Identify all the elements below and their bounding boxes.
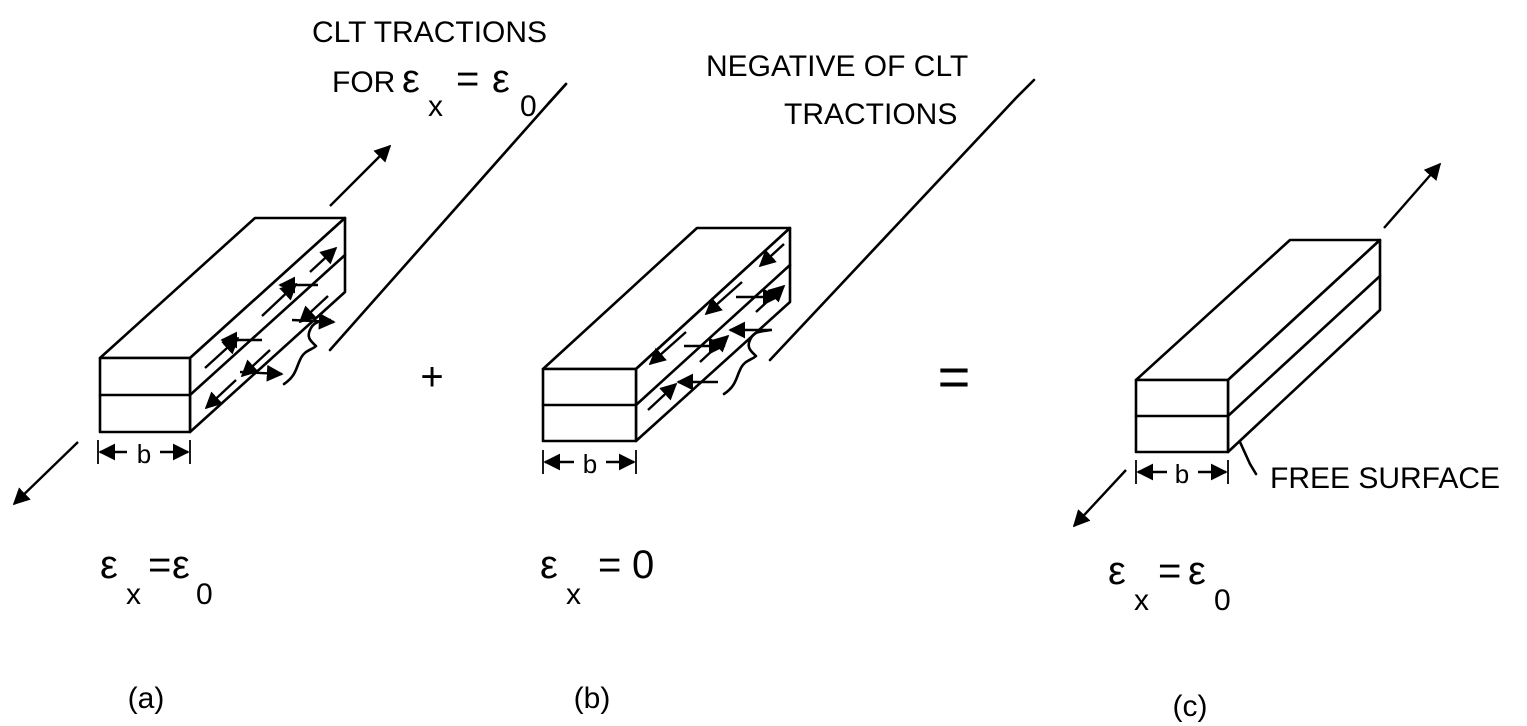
svg-text:ε: ε xyxy=(1188,549,1206,593)
leader-line-a xyxy=(328,82,568,352)
svg-text:ε: ε xyxy=(492,57,510,101)
plus-sign: + xyxy=(420,355,443,399)
equals-sign: = xyxy=(938,345,971,408)
brace-a xyxy=(282,318,332,386)
svg-text:TRACTIONS: TRACTIONS xyxy=(784,98,957,131)
width-label-b: b xyxy=(583,449,597,479)
svg-text:ε: ε xyxy=(100,543,118,587)
svg-text:x: x xyxy=(126,578,141,611)
svg-text:ε: ε xyxy=(172,543,190,587)
caption-c: (c) xyxy=(1173,690,1208,723)
svg-text:ε: ε xyxy=(402,57,420,101)
ply-interface-side-c xyxy=(1226,274,1382,418)
leader-tick-a xyxy=(546,82,568,106)
laminate-block-a xyxy=(98,216,347,434)
panel-a: b ε x = ε 0 (a) xyxy=(12,82,568,715)
laminate-block-c xyxy=(1134,238,1382,454)
svg-text:=: = xyxy=(598,543,621,587)
width-label-a: b xyxy=(137,439,151,469)
clt-tractions-label: CLT TRACTIONS FOR ε x = ε 0 xyxy=(312,16,547,123)
svg-text:0: 0 xyxy=(632,543,654,587)
svg-text:ε: ε xyxy=(540,543,558,587)
traction-arrows-b xyxy=(647,243,786,411)
width-dimension-c: b xyxy=(1135,459,1229,489)
width-dimension-a: b xyxy=(97,439,191,469)
svg-text:x: x xyxy=(566,578,581,611)
load-arrow-bottom-a xyxy=(12,441,79,506)
panel-c: b FREE SURFACE ε x = ε 0 (c) xyxy=(1072,162,1500,723)
caption-a: (a) xyxy=(128,682,165,715)
leader-line-b xyxy=(768,78,1036,362)
svg-text:x: x xyxy=(428,90,443,123)
panel-b: b ε x = 0 (b) xyxy=(540,78,1036,715)
free-surface-leader xyxy=(1238,440,1258,476)
svg-text:0: 0 xyxy=(196,578,213,611)
load-arrow-bottom-c xyxy=(1072,469,1127,528)
svg-text:0: 0 xyxy=(1214,584,1231,617)
svg-text:FOR: FOR xyxy=(332,66,395,99)
strain-label-b: ε x = 0 xyxy=(540,543,654,611)
width-label-c: b xyxy=(1175,459,1189,489)
svg-text:CLT TRACTIONS: CLT TRACTIONS xyxy=(312,16,547,49)
svg-text:NEGATIVE OF CLT: NEGATIVE OF CLT xyxy=(706,50,968,83)
svg-text:x: x xyxy=(1134,584,1149,617)
load-arrow-top-c xyxy=(1383,162,1442,229)
load-arrow-top-a xyxy=(329,144,392,207)
svg-text:0: 0 xyxy=(520,90,537,123)
svg-text:=: = xyxy=(456,57,479,101)
brace-b xyxy=(722,328,772,396)
caption-b: (b) xyxy=(574,682,611,715)
ply-interface-side-a xyxy=(188,253,347,397)
strain-label-a: ε x = ε 0 xyxy=(100,543,213,611)
svg-text:=: = xyxy=(148,543,171,587)
negative-tractions-label: NEGATIVE OF CLT TRACTIONS xyxy=(706,50,968,131)
width-dimension-b: b xyxy=(542,449,637,479)
svg-text:ε: ε xyxy=(1108,549,1126,593)
free-surface-label: FREE SURFACE xyxy=(1270,462,1500,495)
svg-text:=: = xyxy=(1158,549,1181,593)
strain-label-c: ε x = ε 0 xyxy=(1108,549,1231,617)
